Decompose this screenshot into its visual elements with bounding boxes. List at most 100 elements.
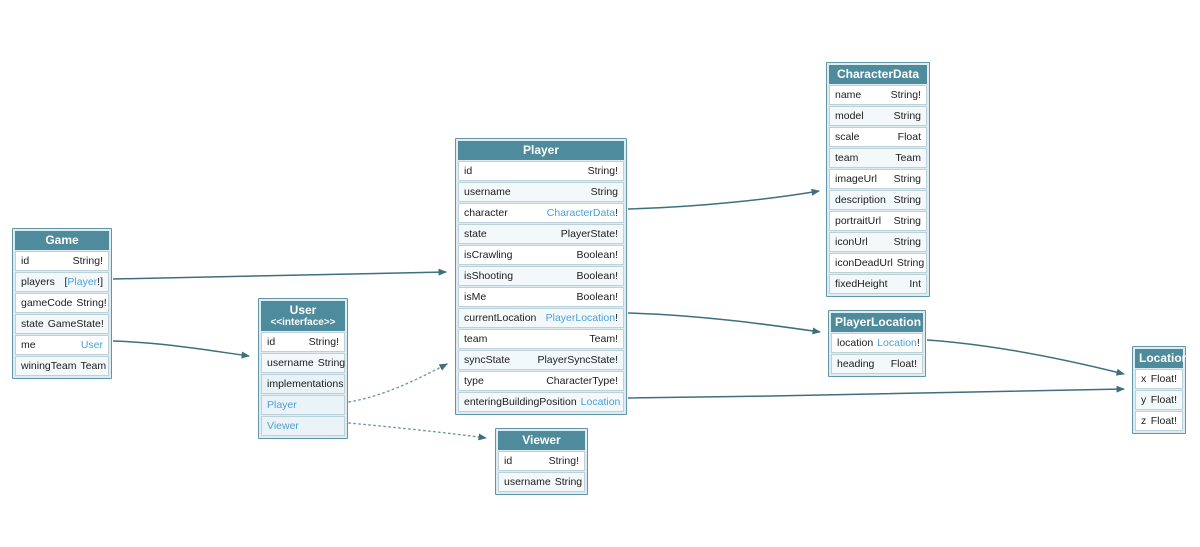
node-title[interactable]: Player <box>458 141 624 160</box>
type-suffix: String! <box>72 255 103 267</box>
type-suffix: ! <box>615 312 618 324</box>
field-row-isme[interactable]: isMe Boolean! <box>458 287 624 307</box>
field-type: CharacterData! <box>547 206 618 220</box>
node-title[interactable]: Location <box>1135 349 1189 368</box>
type-link[interactable]: Player <box>67 276 98 288</box>
node-title-text: Location <box>1139 351 1189 365</box>
field-name: id <box>464 165 473 177</box>
field-name: scale <box>835 131 860 143</box>
field-type: String <box>894 172 921 186</box>
type-link[interactable]: PlayerLocation <box>545 312 616 324</box>
field-name: isMe <box>464 291 487 303</box>
type-suffix: String <box>893 194 921 206</box>
field-name: username <box>464 186 511 198</box>
type-suffix: Boolean! <box>576 291 618 303</box>
field-name: x <box>1141 373 1147 385</box>
node-title-text: PlayerLocation <box>835 315 922 329</box>
node-title[interactable]: CharacterData <box>829 65 927 84</box>
implementation-link-viewer[interactable]: Viewer <box>261 416 345 436</box>
type-suffix: String <box>554 476 583 488</box>
edge-player-enteringbuildingposition-to-location <box>627 385 1125 399</box>
node-title[interactable]: User<<interface>> <box>261 301 345 331</box>
type-suffix: PlayerState! <box>560 228 618 240</box>
field-type: Location <box>581 395 621 409</box>
node-title[interactable]: Viewer <box>498 431 585 450</box>
type-link[interactable]: Location <box>877 337 917 349</box>
implementation-link-player[interactable]: Player <box>261 395 345 415</box>
type-suffix: String <box>590 186 618 198</box>
node-title-text: Viewer <box>522 433 561 447</box>
type-link[interactable]: User <box>80 339 103 351</box>
edge-game-players-to-player <box>112 268 447 280</box>
field-row-id[interactable]: id String! <box>458 161 624 181</box>
field-type: GameState! <box>48 317 104 331</box>
field-type: PlayerLocation! <box>546 311 618 325</box>
type-suffix: ! <box>916 337 920 349</box>
node-title[interactable]: Game <box>15 231 109 250</box>
field-name: me <box>21 339 36 351</box>
field-type: String! <box>76 296 106 310</box>
type-suffix: String! <box>587 165 618 177</box>
field-row-me[interactable]: me User <box>15 335 109 355</box>
field-type: Team! <box>589 332 618 346</box>
field-name: imageUrl <box>835 173 878 185</box>
type-suffix: String <box>896 257 925 269</box>
edge-user-viewer-to-viewer <box>348 422 487 441</box>
type-suffix: Team <box>895 152 921 164</box>
node-title[interactable]: PlayerLocation <box>831 313 923 332</box>
node-stereotype: <<interface>> <box>270 317 336 328</box>
field-row-players[interactable]: players[Player!] <box>15 272 109 292</box>
type-link[interactable]: Location <box>580 396 621 408</box>
field-row-username[interactable]: username String <box>458 182 624 202</box>
type-link[interactable]: CharacterData <box>546 207 616 219</box>
field-type: String! <box>891 88 921 102</box>
edge-user-player-to-player <box>348 363 448 403</box>
node-title-text: CharacterData <box>836 67 920 81</box>
type-suffix: ! <box>615 207 618 219</box>
field-type: Boolean! <box>577 248 618 262</box>
field-name: y <box>1141 394 1147 406</box>
type-suffix: String <box>893 236 921 248</box>
type-suffix: Team! <box>589 333 618 345</box>
field-name: model <box>835 110 864 122</box>
field-row-imageurl[interactable]: imageUrl String <box>829 169 927 189</box>
